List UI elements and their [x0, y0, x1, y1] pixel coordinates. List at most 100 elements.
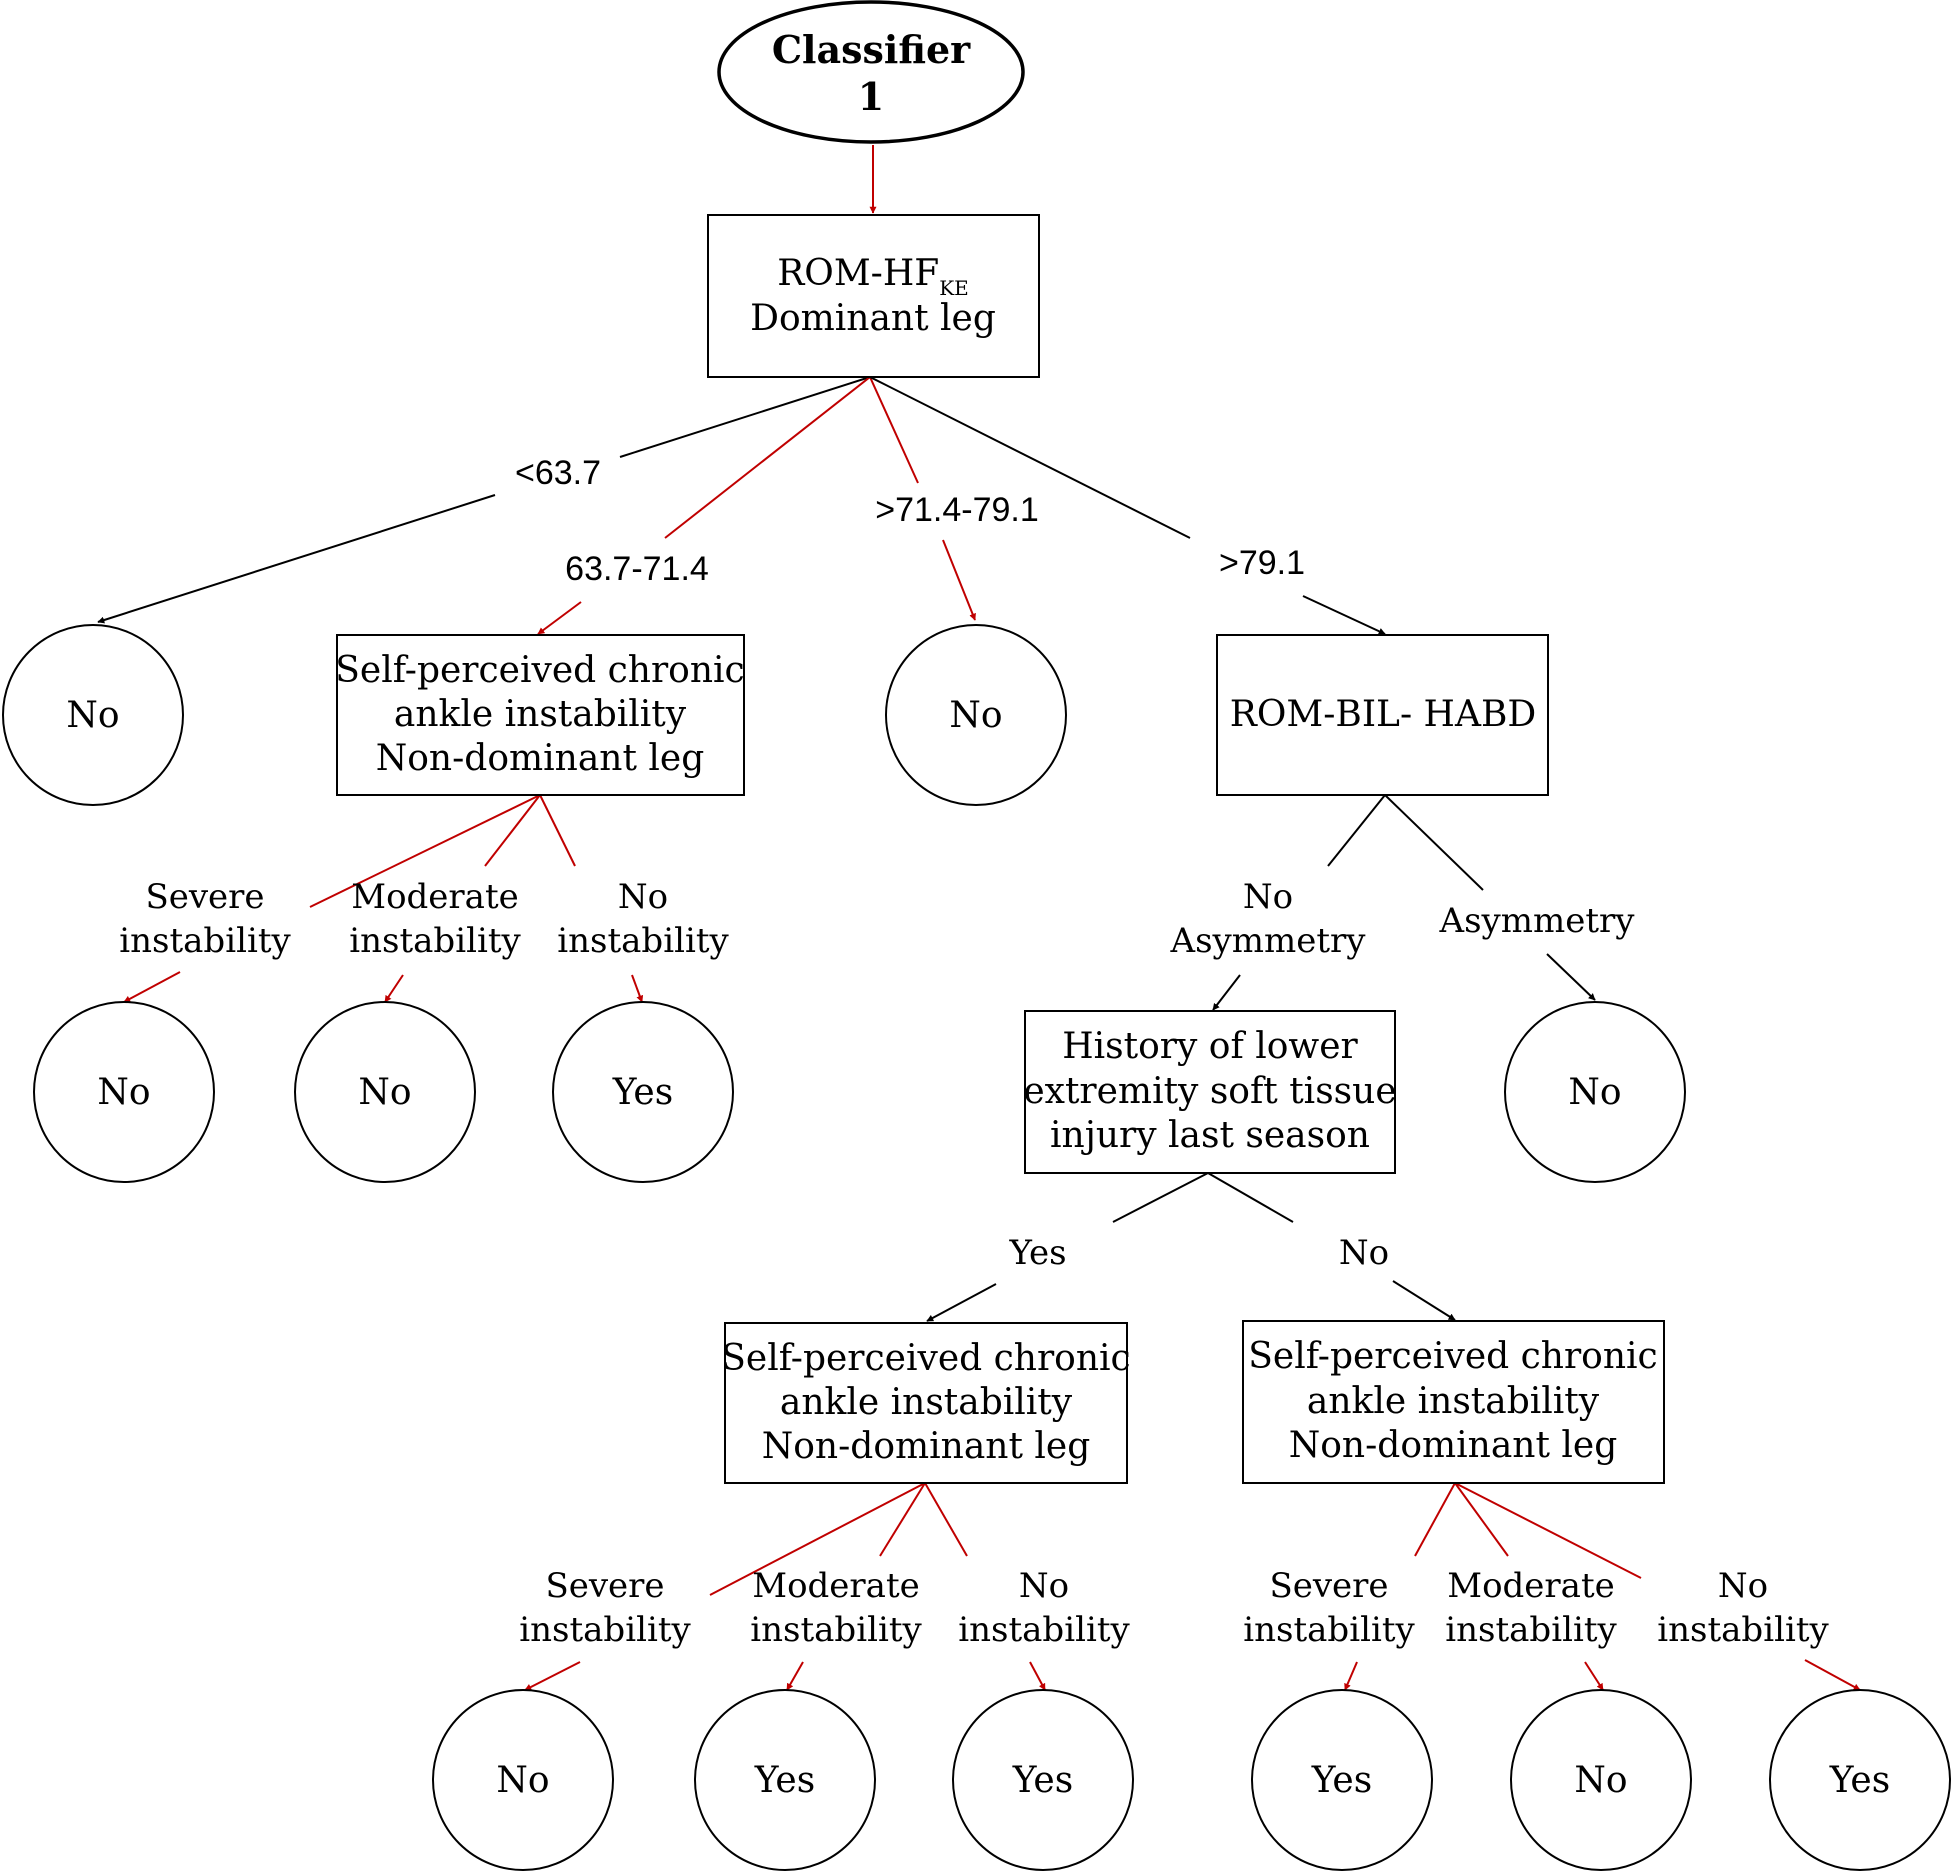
- history-node-line3: injury last season: [1050, 1115, 1370, 1156]
- edge-history-no-lower: [1392, 1280, 1456, 1321]
- edge-history-yes-upper: [1112, 1172, 1209, 1223]
- b-moderate-label-1: Moderate: [752, 1566, 919, 1606]
- c-none-label-1: No: [1718, 1566, 1768, 1606]
- b-moderate-label-2: instability: [750, 1610, 922, 1650]
- edge-b-moderate-lower: [786, 1661, 804, 1691]
- a-none-label-2: instability: [557, 921, 729, 961]
- leaf-a-none-label: Yes: [612, 1072, 673, 1113]
- leaf-a-severe-label: No: [97, 1072, 150, 1113]
- edge-rombil-asym-lower: [1546, 953, 1596, 1001]
- branch-label-no-asymmetry-1: No: [1243, 877, 1293, 917]
- rombil-node: ROM-BIL- HABD: [1216, 634, 1549, 796]
- edge-romhf-637-upper: [664, 376, 871, 539]
- leaf-c-moderate: No: [1510, 1689, 1692, 1871]
- c-moderate-label-2: instability: [1445, 1610, 1617, 1650]
- edge-c-none-upper: [1454, 1482, 1642, 1579]
- edge-rombil-asym-upper: [1384, 794, 1484, 891]
- edge-a-moderate-upper: [484, 794, 541, 867]
- leaf-asymmetry-label: No: [1568, 1072, 1621, 1113]
- leaf-a-severe: No: [33, 1001, 215, 1183]
- leaf-b-none-label: Yes: [1012, 1760, 1073, 1801]
- instability-node-b-line1: Self-perceived chronic: [721, 1338, 1130, 1379]
- b-severe-label-2: instability: [519, 1610, 691, 1650]
- instability-node-a-line2: ankle instability: [394, 694, 687, 735]
- leaf-c-severe-label: Yes: [1311, 1760, 1372, 1801]
- a-none-label-1: No: [618, 877, 668, 917]
- c-severe-label-1: Severe: [1269, 1566, 1388, 1606]
- edge-romhf-714-upper: [869, 376, 919, 484]
- instability-node-a: Self-perceived chronic ankle instability…: [335, 634, 745, 796]
- edge-a-severe-upper: [309, 794, 541, 908]
- c-none-label-2: instability: [1657, 1610, 1829, 1650]
- instability-node-b-line3: Non-dominant leg: [762, 1426, 1091, 1467]
- romhf-label: ROM-HFKE: [777, 253, 969, 300]
- b-severe-label-1: Severe: [545, 1566, 664, 1606]
- leaf-asymmetry: No: [1504, 1001, 1686, 1183]
- edge-b-severe-upper: [709, 1482, 926, 1596]
- root-number: 1: [858, 74, 884, 119]
- edge-rombil-noasym-upper: [1327, 794, 1386, 867]
- branch-label-gt791: >79.1: [1219, 544, 1305, 582]
- edge-c-none-lower: [1804, 1659, 1861, 1691]
- edge-c-severe-lower: [1344, 1661, 1358, 1691]
- instability-node-c-line1: Self-perceived chronic: [1248, 1336, 1657, 1377]
- instability-node-a-line3: Non-dominant leg: [376, 738, 705, 779]
- branch-label-asymmetry: Asymmetry: [1439, 901, 1636, 941]
- branch-label-637-714: 63.7-71.4: [565, 550, 709, 588]
- romhf-leg: Dominant leg: [750, 298, 996, 339]
- edge-b-none-lower: [1029, 1661, 1046, 1691]
- edge-rombil-noasym-lower: [1212, 974, 1241, 1011]
- leaf-c-severe: Yes: [1251, 1689, 1433, 1871]
- root-title: Classifier: [772, 27, 971, 72]
- a-severe-label-2: instability: [119, 921, 291, 961]
- a-moderate-label-1: Moderate: [351, 877, 518, 917]
- leaf-c-none: Yes: [1769, 1689, 1951, 1871]
- history-node: History of lower extremity soft tissue i…: [1023, 1010, 1397, 1174]
- edge-a-severe-lower: [123, 971, 181, 1003]
- instability-node-c-line3: Non-dominant leg: [1289, 1425, 1618, 1466]
- b-none-label-2: instability: [958, 1610, 1130, 1650]
- leaf-714-791-label: No: [949, 695, 1002, 736]
- leaf-b-moderate-label: Yes: [754, 1760, 815, 1801]
- instability-node-c-line2: ankle instability: [1307, 1381, 1600, 1422]
- instability-node-c: Self-perceived chronic ankle instability…: [1242, 1320, 1665, 1484]
- edge-a-none-lower: [631, 974, 644, 1003]
- c-severe-label-2: instability: [1243, 1610, 1415, 1650]
- a-moderate-label-2: instability: [349, 921, 521, 961]
- edge-b-none-upper: [924, 1482, 968, 1557]
- edge-romhf-791-lower: [1302, 595, 1386, 635]
- branch-label-714-791: >71.4-79.1: [875, 491, 1039, 529]
- edge-history-no-upper: [1207, 1172, 1294, 1223]
- edge-c-moderate-upper: [1454, 1482, 1509, 1557]
- romhf-label-subscript: KE: [939, 276, 969, 300]
- leaf-714-791: No: [885, 624, 1067, 806]
- edge-c-severe-upper: [1414, 1482, 1456, 1557]
- a-severe-label-1: Severe: [145, 877, 264, 917]
- edge-romhf-lt637-upper: [619, 376, 871, 458]
- c-moderate-label-1: Moderate: [1447, 1566, 1614, 1606]
- rombil-label: ROM-BIL- HABD: [1230, 694, 1537, 735]
- instability-node-b-line2: ankle instability: [780, 1382, 1073, 1423]
- leaf-c-none-label: Yes: [1829, 1760, 1890, 1801]
- branch-label-no: No: [1339, 1233, 1389, 1273]
- edge-romhf-791-upper: [869, 376, 1191, 539]
- leaf-lt637-label: No: [66, 695, 119, 736]
- leaf-a-moderate-label: No: [358, 1072, 411, 1113]
- edge-b-moderate-upper: [879, 1482, 926, 1557]
- romhf-label-main: ROM-HF: [777, 253, 939, 294]
- romhf-node: ROM-HFKE Dominant leg: [707, 214, 1040, 378]
- leaf-a-moderate: No: [294, 1001, 476, 1183]
- branch-label-yes: Yes: [1008, 1233, 1066, 1273]
- instability-node-a-line1: Self-perceived chronic: [335, 650, 744, 691]
- edge-history-yes-lower: [926, 1283, 997, 1322]
- leaf-b-severe-label: No: [496, 1760, 549, 1801]
- b-none-label-1: No: [1019, 1566, 1069, 1606]
- edge-romhf-lt637-lower: [97, 494, 496, 624]
- edge-b-severe-lower: [524, 1661, 581, 1691]
- leaf-lt637: No: [2, 624, 184, 806]
- root-node: Classifier 1: [717, 0, 1025, 144]
- edge-romhf-714-lower: [942, 539, 976, 621]
- leaf-b-severe: No: [432, 1689, 614, 1871]
- branch-label-no-asymmetry-2: Asymmetry: [1170, 921, 1367, 961]
